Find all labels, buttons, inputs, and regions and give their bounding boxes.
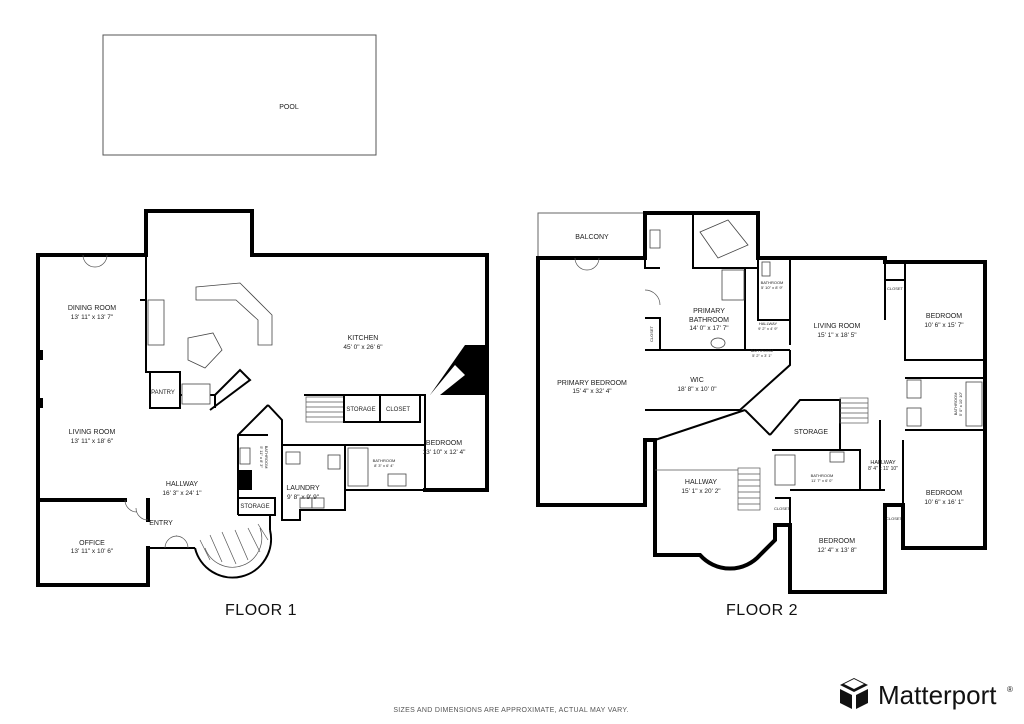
f1-living-dim: 13' 11" x 18' 6" [71,438,114,445]
f1-storage-name: STORAGE [346,407,375,413]
f2-wic-name: WIC [690,377,704,384]
f2-bedroom-se-name: BEDROOM [926,490,962,497]
f2-bedroom-s-dim: 12' 4" x 13' 8" [817,547,857,554]
matterport-cube-logo-icon [840,678,868,709]
f2-bedroom-se-dim: 10' 6" x 16' 1" [924,499,964,506]
f1-dining-dim: 13' 11" x 13' 7" [71,314,114,321]
f1-hallway-dim: 16' 3" x 24' 1" [162,490,202,497]
pool: POOL [102,34,377,156]
floor-1-labels: DINING ROOM 13' 11" x 13' 7" LIVING ROOM… [68,305,466,555]
f1-office-dim: 13' 11" x 10' 6" [71,548,114,555]
f1-hallway-name: HALLWAY [166,481,198,488]
f2-living-dim: 15' 1" x 18' 5" [817,332,857,339]
f1-bath-name: BATHROOM [373,458,396,463]
f2-living-name: LIVING ROOM [814,323,861,330]
floor-1-title: FLOOR 1 [225,602,297,619]
floor-2-plan [536,211,987,594]
f1-dining-name: DINING ROOM [68,305,116,312]
f2-hallway-dim: 15' 1" x 20' 2" [681,488,721,495]
f2-bath-small2-dim: 5' 2" x 3' 1" [752,353,772,358]
f2-primary-bedroom-dim: 15' 4" x 32' 4" [572,388,612,395]
floor-1-plan [36,209,489,587]
f2-bath-mid-dim: 11' 7" x 6' 0" [811,478,833,483]
f2-hallway-small-name: HALLWAY [759,321,778,326]
f2-balcony-name: BALCONY [575,234,609,241]
f2-closet-c-name: CLOSET [774,506,791,511]
f2-primary-bath-line2: BATHROOM [689,317,729,324]
f1-bedroom-dim: 13' 10" x 12' 4" [423,449,467,456]
f2-hallway-east-dim: 8' 4" x 11' 10" [868,466,898,472]
f2-bath-small-name: BATHROOM [761,280,784,285]
f2-bath-mid-name: BATHROOM [811,473,834,478]
f1-kitchen-name: KITCHEN [348,335,379,342]
f2-closet-a-name: CLOSET [649,325,654,342]
f1-bath-small-name: BATHROOM [264,446,269,469]
f1-laundry-dim: 9' 8" x 9' 9" [287,494,320,501]
f1-storage2-name: STORAGE [240,504,269,510]
f2-hallway-east-name: HALLWAY [870,460,896,466]
f1-entry-name: ENTRY [149,520,173,527]
f2-bath-east-dim: 5' 0" x 10' 10" [958,391,963,416]
f1-kitchen-dim: 45' 0" x 26' 6" [343,344,383,351]
f2-wic-dim: 18' 8" x 10' 0" [677,386,717,393]
f1-office-name: OFFICE [79,540,105,547]
f2-hallway-small-dim: 9' 2" x 4' 9" [758,326,778,331]
disclaimer: SIZES AND DIMENSIONS ARE APPROXIMATE, AC… [393,707,628,714]
floor-2-labels: BALCONY PRIMARY BEDROOM 15' 4" x 32' 4" … [557,234,964,554]
f2-bath-small2-name: BATHROOM [751,348,774,353]
f1-bedroom-name: BEDROOM [426,440,462,447]
f2-closet-b-name: CLOSET [887,286,904,291]
f2-closet-d-name: CLOSET [886,516,903,521]
f2-bedroom-ne-name: BEDROOM [926,313,962,320]
pool-label: POOL [279,104,299,111]
f2-bedroom-s-name: BEDROOM [819,538,855,545]
f1-closet-name: CLOSET [386,407,410,413]
brand-name: Matterport [878,680,997,710]
f2-primary-bedroom-name: PRIMARY BEDROOM [557,380,627,387]
f2-primary-bath-line1: PRIMARY [693,308,725,315]
f2-hallway-name: HALLWAY [685,479,717,486]
f1-pantry-name: PANTRY [151,390,175,396]
trademark-symbol: ® [1007,685,1013,694]
f2-bedroom-ne-dim: 10' 6" x 15' 7" [924,322,964,329]
f1-bath-dim: 8' 3" x 6' 4" [374,463,394,468]
f2-bath-small-dim: 5' 10" x 8' 9" [761,285,784,290]
floor-2-title: FLOOR 2 [726,602,798,619]
f1-living-name: LIVING ROOM [69,429,116,436]
f2-bath-east-name: BATHROOM [953,393,958,416]
f1-laundry-name: LAUNDRY [286,485,320,492]
f2-primary-bath-dim: 14' 0" x 17' 7" [689,325,729,332]
f2-storage-name: STORAGE [794,429,828,436]
f1-bath-small-dim: 5' 11" x 8' 3" [259,446,264,468]
